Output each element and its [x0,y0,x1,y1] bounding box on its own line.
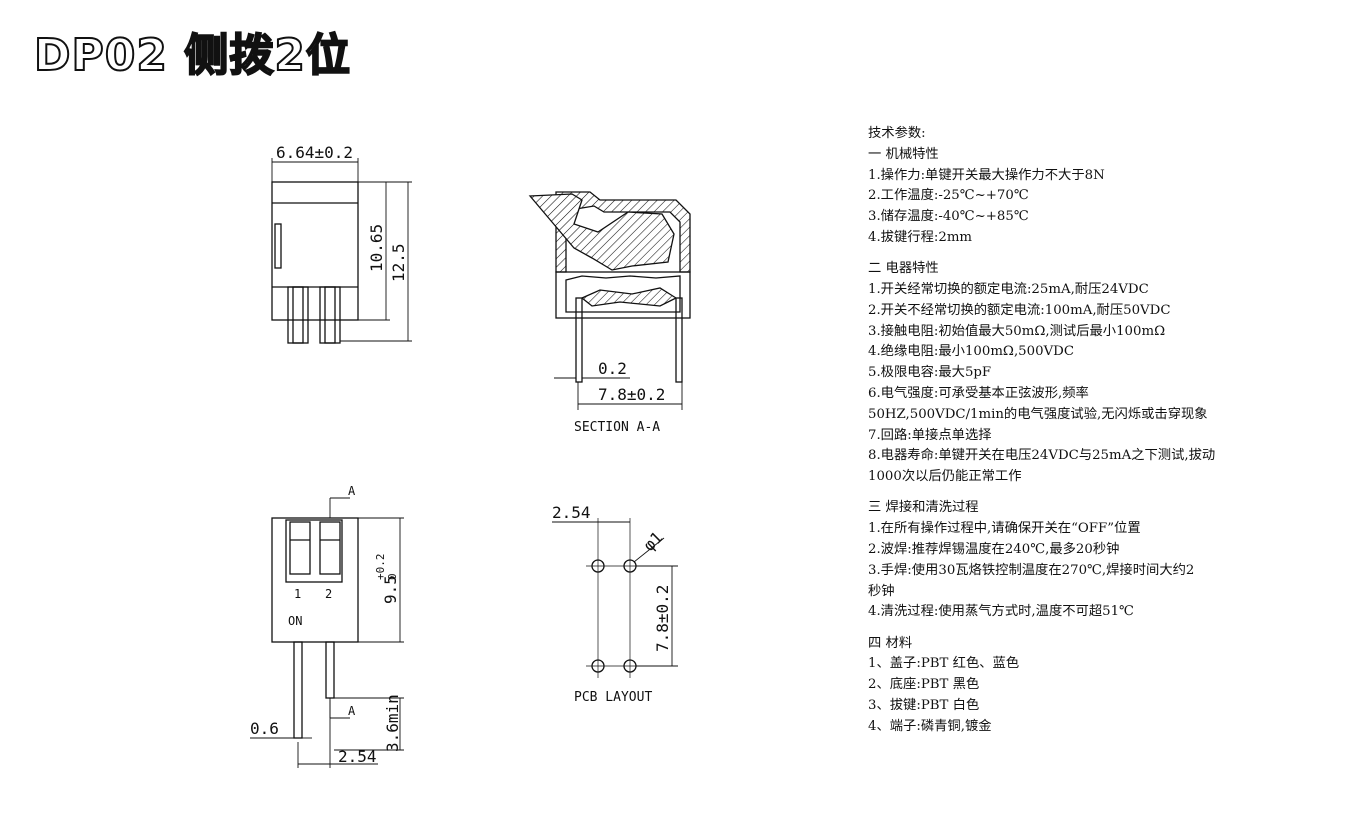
pin-label-2: 2 [325,587,332,601]
section-width-dim: 7.8±0.2 [598,385,665,404]
spec-section-materials: 四 材料 1、盖子:PBT 红色、蓝色 2、底座:PBT 黑色 3、拔键:PBT… [868,634,1338,738]
top-height-tol-upper: +0.2 [374,554,387,581]
spec-line: 秒钟 [868,583,895,599]
spec-panel: 技术参数: 一 机械特性 1.操作力:单键开关最大操作力不大于8N 2.工作温度… [868,124,1338,737]
spec-line: 6.电气强度:可承受基本正弦波形,频率 [868,385,1089,401]
spec-line: 2、底座:PBT 黑色 [868,677,980,693]
side-width-dim: 6.64±0.2 [276,143,353,162]
spec-section-title: 一 机械特性 [868,146,939,162]
spec-line: 4.拔键行程:2mm [868,229,973,245]
top-pin-length-dim: 3.6min [383,694,402,752]
spec-line: 2.波焊:推荐焊锡温度在240℃,最多20秒钟 [868,541,1120,557]
spec-line: 1.开关经常切换的额定电流:25mA,耐压24VDC [868,281,1149,297]
spec-line: 50HZ,500VDC/1min的电气强度试验,无闪烁或击穿现象 [868,406,1208,422]
pcb-pitch-dim: 2.54 [552,503,591,522]
pcb-hole-dim: φ1 [639,528,666,555]
spec-heading: 技术参数: [868,126,926,141]
side-view [271,158,412,344]
spec-line: 4.绝缘电阻:最小100mΩ,500VDC [868,344,1075,360]
spec-line: 8.电器寿命:单键开关在电压24VDC与25mA之下测试,拔动 [868,448,1216,464]
spec-section-soldering: 三 焊接和清洗过程 1.在所有操作过程中,请确保开关在“OFF”位置 2.波焊:… [868,498,1338,623]
pin-label-1: 1 [294,587,301,601]
spec-line: 3.手焊:使用30瓦烙铁控制温度在270℃,焊接时间大约2 [868,562,1195,578]
top-pin-width-dim: 0.6 [250,719,279,738]
spec-line: 7.回路:单接点单选择 [868,427,992,443]
spec-section-title: 四 材料 [868,635,913,651]
top-height-dim: 9.5 [381,575,400,604]
spec-section-electrical: 二 电器特性 1.开关经常切换的额定电流:25mA,耐压24VDC 2.开关不经… [868,259,1338,488]
a-marker-top: A [348,484,356,498]
spec-line: 3.接触电阻:初始值最大50mΩ,测试后最小100mΩ [868,323,1166,339]
section-a-a [528,191,691,410]
spec-line: 2.工作温度:-25℃~+70℃ [868,188,1029,204]
side-height-dim-2: 12.5 [389,243,408,282]
spec-line: 5.极限电容:最大5pF [868,365,992,381]
spec-line: 3.储存温度:-40℃~+85℃ [868,209,1029,225]
spec-line: 1.在所有操作过程中,请确保开关在“OFF”位置 [868,521,1141,537]
side-height-dim-1: 10.65 [367,224,386,272]
pcb-row-dim: 7.8±0.2 [653,585,672,652]
spec-line: 3、拔键:PBT 白色 [868,697,980,713]
on-label: ON [288,614,302,628]
spec-line: 1、盖子:PBT 红色、蓝色 [868,656,1020,672]
spec-line: 1000次以后仍能正常工作 [868,469,1022,485]
page-title: DP02 侧拨2位 [33,30,351,81]
spec-line: 2.开关不经常切换的额定电流:100mA,耐压50VDC [868,302,1171,318]
spec-section-title: 三 焊接和清洗过程 [868,500,979,516]
pcb-label: PCB LAYOUT [574,690,652,705]
spec-section-mechanical: 一 机械特性 1.操作力:单键开关最大操作力不大于8N 2.工作温度:-25℃~… [868,145,1338,249]
top-view [250,497,404,768]
spec-line: 4、端子:磷青铜,镀金 [868,718,992,734]
pcb-layout [552,518,678,678]
top-height-tol-lower: 0 [386,573,399,580]
section-label: SECTION A-A [574,420,660,435]
spec-section-title: 二 电器特性 [868,261,939,277]
top-pitch-dim: 2.54 [338,747,377,766]
a-marker-bottom: A [348,704,356,718]
section-gap-dim: 0.2 [598,359,627,378]
spec-line: 1.操作力:单键开关最大操作力不大于8N [868,167,1105,183]
spec-line: 4.清洗过程:使用蒸气方式时,温度不可超51℃ [868,604,1134,620]
